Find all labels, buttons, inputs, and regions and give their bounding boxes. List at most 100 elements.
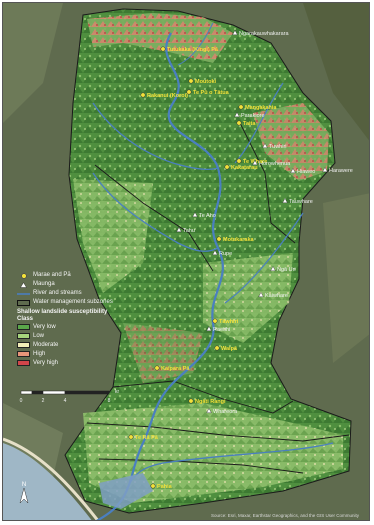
maunga-label: Rupe xyxy=(219,251,232,257)
maunga-layer: NgarakauwhakararaParakioreTuwhiriHorowhe… xyxy=(176,29,353,415)
maunga-triangle-icon xyxy=(282,197,288,203)
maunga-triangle-icon xyxy=(232,29,238,35)
scale-unit: km xyxy=(115,389,119,395)
marae-marker-icon xyxy=(188,78,194,84)
scale-bar: 0 2 4 8 km xyxy=(20,389,119,404)
north-label: N xyxy=(22,482,26,488)
subzone-swatch-icon xyxy=(17,299,30,306)
legend-class-swatch xyxy=(17,342,30,349)
legend-subzones-label: Water management subzones xyxy=(33,299,113,306)
legend-class-row: High xyxy=(17,350,127,359)
legend-class-label: Very low xyxy=(33,323,56,330)
marae-label: Rakanui (Koroi) xyxy=(147,93,188,99)
legend-class-label: Low xyxy=(33,332,45,339)
marae-marker-icon xyxy=(150,483,156,489)
river-line-icon xyxy=(17,292,30,296)
maunga-label: Ngā Uri xyxy=(277,267,296,273)
marae-marker-icon xyxy=(236,120,242,126)
maunga-triangle-icon xyxy=(262,142,268,148)
legend-marae: Marae and Pā xyxy=(17,271,127,280)
maunga-triangle-icon xyxy=(206,325,212,331)
maunga-triangle-icon xyxy=(234,111,240,117)
legend-subzones: Water management subzones xyxy=(17,298,127,307)
maunga-label: Ngarakauwhakarara xyxy=(239,31,289,37)
maunga-label: Harawere xyxy=(329,168,353,174)
tributary xyxy=(92,172,219,252)
subzone-boundary xyxy=(94,164,214,272)
legend-class-swatch xyxy=(17,324,30,331)
marae-marker-icon xyxy=(238,104,244,110)
marae-marker-icon xyxy=(236,158,242,164)
marae-marker-icon xyxy=(216,236,222,242)
legend-maunga-label: Maunga xyxy=(33,281,55,288)
zone-high xyxy=(253,103,329,181)
legend-class-label: Moderate xyxy=(33,341,59,348)
legend-rivers: River and streams xyxy=(17,289,127,298)
legend-class-row: Moderate xyxy=(17,341,127,350)
maunga-label: Raetihi xyxy=(213,327,230,333)
legend-class-row: Very low xyxy=(17,323,127,332)
marae-label: Kaipara Pā xyxy=(161,366,190,372)
marae-marker-icon xyxy=(212,318,218,324)
marae-marker-icon xyxy=(154,365,160,371)
marae-label: Taita xyxy=(243,121,256,127)
maunga-triangle-icon xyxy=(258,291,264,297)
marae-label: Mangakahia xyxy=(245,105,277,111)
marae-label: Kakatarau xyxy=(231,165,258,171)
aerial-fields xyxy=(3,3,63,123)
maunga-label: Te Aho xyxy=(199,213,216,219)
marae-marker-icon xyxy=(17,272,30,279)
marae-label: Tutukaka (Kingi) Pā xyxy=(167,47,219,53)
legend-class-label: Very high xyxy=(33,359,59,366)
scale-tick: 8 xyxy=(108,398,111,404)
legend-class-swatch xyxy=(17,333,30,340)
aerial-fields xyxy=(303,3,369,141)
marae-label: Te Pū o Tātua xyxy=(193,90,230,96)
map-credit: Source: Esri, Maxar, Earthstar Geographi… xyxy=(211,513,360,518)
maunga-label: Parakiore xyxy=(241,113,265,119)
map-legend: Marae and Pā Maunga River and streams Wa… xyxy=(17,271,127,368)
legend-class-row: Low xyxy=(17,332,127,341)
tributary xyxy=(234,82,284,164)
marae-marker-icon xyxy=(224,164,230,170)
zone-low xyxy=(203,253,293,343)
maunga-triangle-icon xyxy=(206,407,212,413)
zone-high xyxy=(123,323,203,383)
legend-class-label: High xyxy=(33,350,46,357)
marae-label: Pahia xyxy=(157,484,173,490)
legend-marae-label: Marae and Pā xyxy=(33,272,71,279)
subzone-boundary xyxy=(238,120,296,244)
legend-rivers-label: River and streams xyxy=(33,290,82,297)
marae-label: Ngāti Rangi xyxy=(195,399,226,405)
legend-maunga: Maunga xyxy=(17,280,127,289)
marae-label: Te Rā Pā xyxy=(135,435,159,441)
legend-title: Shallow landslide susceptibility xyxy=(17,309,108,315)
maunga-label: Tauwhare xyxy=(289,199,313,205)
marae-marker-icon xyxy=(160,46,166,52)
main-river xyxy=(96,32,224,520)
tributary xyxy=(224,212,304,304)
marae-marker-icon xyxy=(214,345,220,351)
marae-marker-icon xyxy=(140,92,146,98)
maunga-triangle-icon xyxy=(192,211,198,217)
maunga-triangle-icon xyxy=(176,226,182,232)
maunga-triangle-icon xyxy=(252,159,258,165)
scale-tick: 4 xyxy=(64,398,67,404)
marae-label: Motukaraka xyxy=(223,237,255,243)
subzone-boundary xyxy=(112,380,294,414)
maunga-triangle-icon xyxy=(17,281,30,288)
maunga-label: Whareora xyxy=(213,409,238,415)
legend-class-swatch xyxy=(17,351,30,358)
marae-marker-icon xyxy=(128,434,134,440)
marae-marker-icon xyxy=(186,89,192,95)
maunga-label: Tuwhiri xyxy=(269,144,287,150)
tributary xyxy=(177,22,214,66)
sea xyxy=(3,443,92,520)
zone-low xyxy=(73,179,153,293)
maunga-triangle-icon xyxy=(212,249,218,255)
maunga-label: Tahu xyxy=(183,228,195,234)
marae-label: Moutoki xyxy=(195,79,217,85)
legend-class-swatch xyxy=(17,360,30,367)
